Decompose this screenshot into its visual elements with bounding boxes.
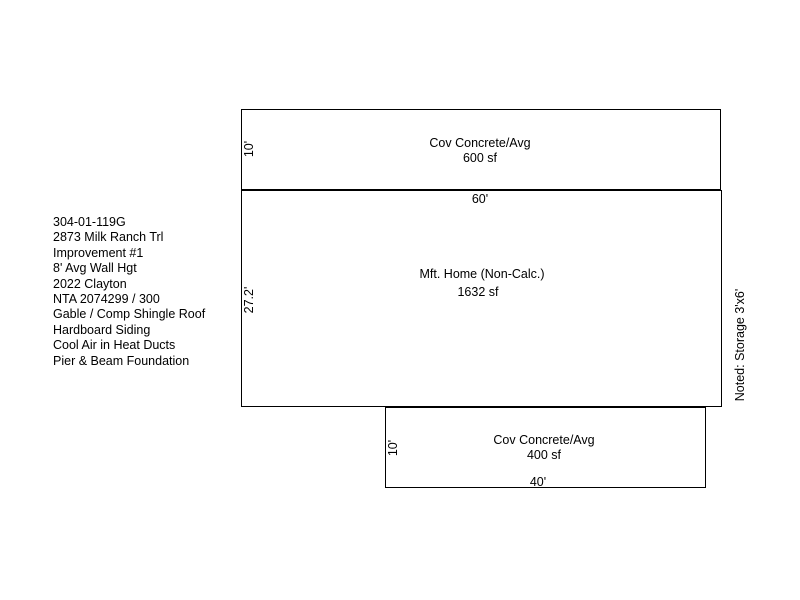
parcel-id: 304-01-119G <box>53 215 126 229</box>
roof-type: Gable / Comp Shingle Roof <box>53 307 206 322</box>
home-label: Mft. Home (Non-Calc.) <box>419 267 544 281</box>
storage-note: Noted: Storage 3'x6' <box>733 289 747 401</box>
home-area: 1632 sf <box>457 285 499 299</box>
bottom-porch-width-dimension: 40' <box>530 475 546 489</box>
home-depth-dimension: 27.2' <box>242 287 256 314</box>
bottom-porch-outline <box>385 407 706 488</box>
bottom-porch-depth-dimension: 10' <box>386 440 400 456</box>
wall-height: 8' Avg Wall Hgt <box>53 261 137 276</box>
top-porch-depth-dimension: 10' <box>242 141 256 157</box>
hvac-type: Cool Air in Heat Ducts <box>53 338 176 353</box>
improvement-number: Improvement #1 <box>53 245 144 260</box>
home-outline <box>241 190 722 407</box>
parcel-info-list: 304-01-119G 2873 Milk Ranch Trl Improvem… <box>53 215 205 369</box>
bottom-porch-area: 400 sf <box>527 448 562 462</box>
home-width-dimension: 60' <box>472 192 488 206</box>
foundation-type: Pier & Beam Foundation <box>53 353 190 368</box>
year-make: 2022 Clayton <box>53 276 127 291</box>
nta-number: NTA 2074299 / 300 <box>53 292 160 307</box>
parcel-address: 2873 Milk Ranch Trl <box>53 230 164 245</box>
bottom-porch-label: Cov Concrete/Avg <box>493 433 594 447</box>
top-porch-outline <box>241 109 721 190</box>
siding-type: Hardboard Siding <box>53 322 151 337</box>
top-porch-area: 600 sf <box>463 151 498 165</box>
top-porch-label: Cov Concrete/Avg <box>429 136 530 150</box>
